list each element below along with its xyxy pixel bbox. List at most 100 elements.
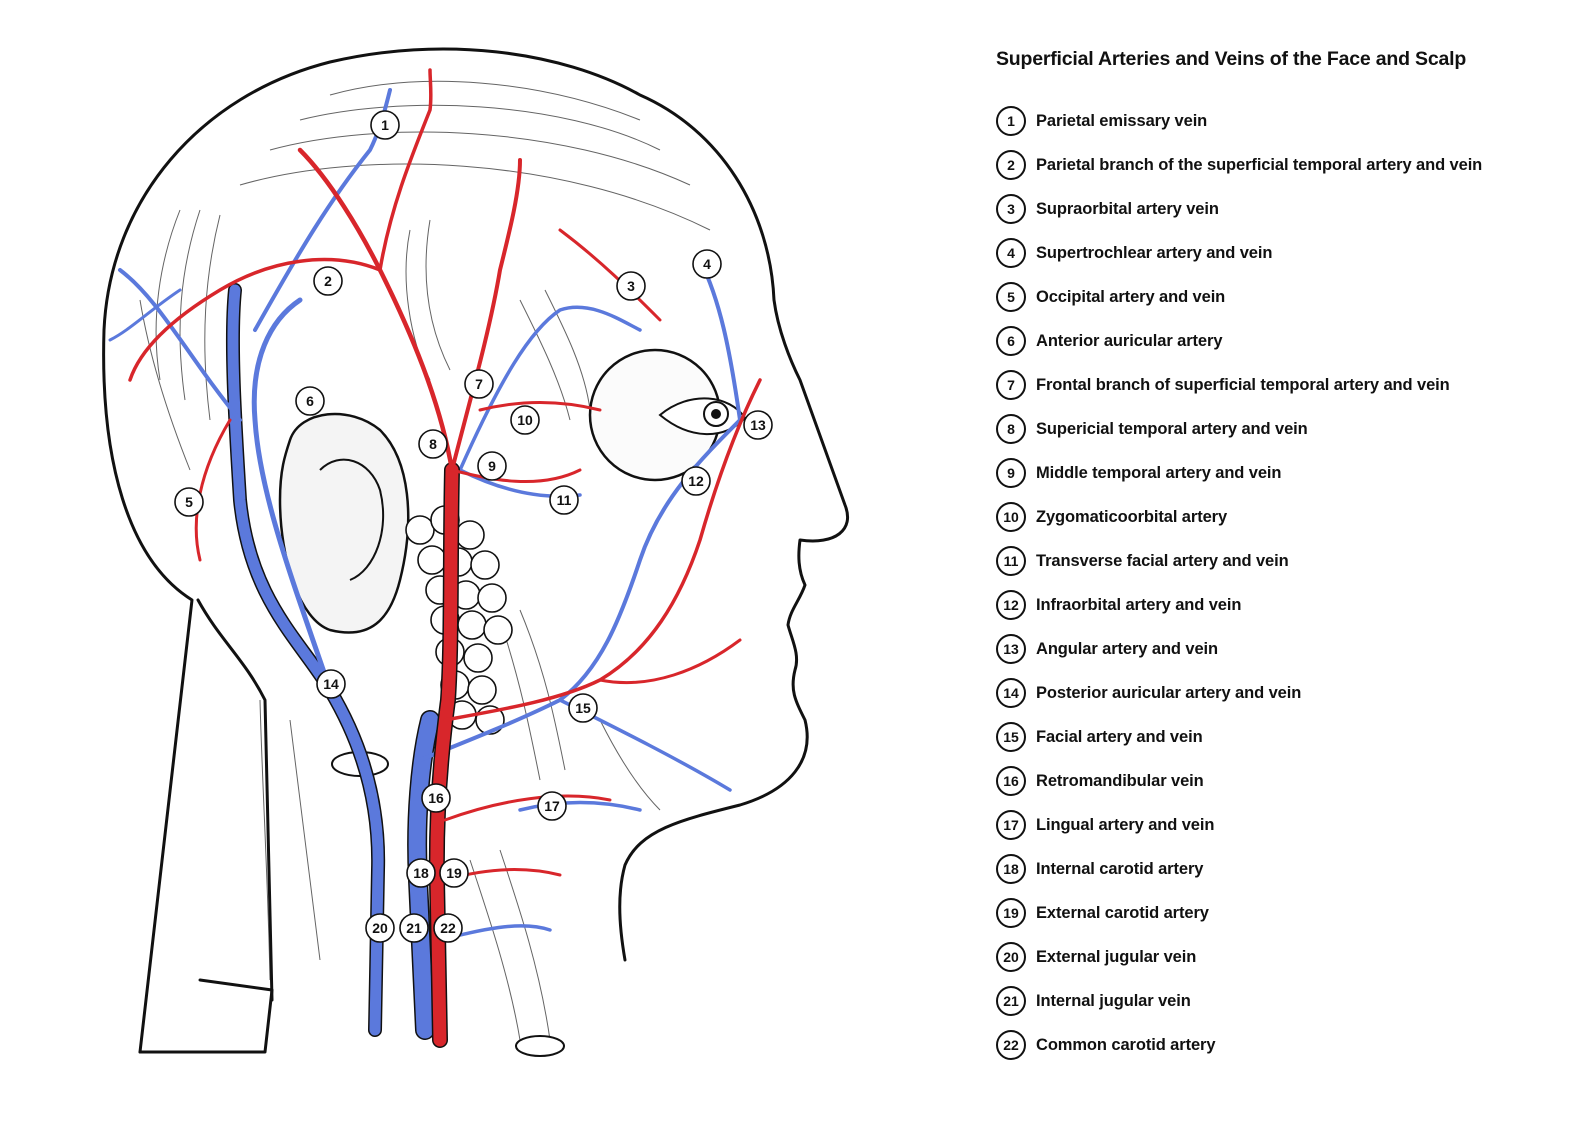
svg-text:14: 14 xyxy=(323,676,339,692)
legend-item-6: 6 Anterior auricular artery xyxy=(996,319,1576,363)
svg-text:17: 17 xyxy=(544,798,560,814)
legend-number-badge: 20 xyxy=(996,942,1026,972)
marker-22: 22 xyxy=(433,913,463,943)
legend-label: Infraorbital artery and vein xyxy=(1036,595,1242,614)
marker-14: 14 xyxy=(316,669,346,699)
svg-text:11: 11 xyxy=(557,492,572,508)
svg-text:18: 18 xyxy=(413,865,429,881)
legend-item-10: 10 Zygomaticoorbital artery xyxy=(996,495,1576,539)
legend-number-badge: 22 xyxy=(996,1030,1026,1060)
svg-text:15: 15 xyxy=(575,700,591,716)
svg-text:22: 22 xyxy=(440,920,456,936)
legend-number-badge: 3 xyxy=(996,194,1026,224)
svg-text:13: 13 xyxy=(750,417,766,433)
page-title: Superficial Arteries and Veins of the Fa… xyxy=(996,48,1467,70)
ear xyxy=(278,412,410,634)
marker-4: 4 xyxy=(692,249,722,279)
svg-text:2: 2 xyxy=(324,273,332,289)
legend-number-badge: 19 xyxy=(996,898,1026,928)
svg-text:21: 21 xyxy=(406,920,422,936)
legend-item-20: 20 External jugular vein xyxy=(996,935,1576,979)
legend-number-badge: 7 xyxy=(996,370,1026,400)
legend-label: Common carotid artery xyxy=(1036,1035,1216,1054)
legend-label: Lingual artery and vein xyxy=(1036,815,1215,834)
svg-text:7: 7 xyxy=(475,376,483,392)
marker-13: 13 xyxy=(743,410,773,440)
legend-item-12: 12 Infraorbital artery and vein xyxy=(996,583,1576,627)
marker-9: 9 xyxy=(477,451,507,481)
legend-label: Anterior auricular artery xyxy=(1036,331,1223,350)
svg-text:3: 3 xyxy=(627,278,635,294)
svg-text:9: 9 xyxy=(488,458,496,474)
legend-label: Parietal emissary vein xyxy=(1036,111,1208,130)
svg-text:16: 16 xyxy=(428,790,444,806)
marker-20: 20 xyxy=(365,913,395,943)
marker-8: 8 xyxy=(418,429,448,459)
legend-item-22: 22 Common carotid artery xyxy=(996,1023,1576,1067)
marker-6: 6 xyxy=(295,386,325,416)
svg-text:10: 10 xyxy=(517,412,533,428)
marker-3: 3 xyxy=(616,271,646,301)
legend-label: Posterior auricular artery and vein xyxy=(1036,683,1302,702)
legend-item-13: 13 Angular artery and vein xyxy=(996,627,1576,671)
legend-number-badge: 8 xyxy=(996,414,1026,444)
marker-10: 10 xyxy=(510,405,540,435)
legend-item-21: 21 Internal jugular vein xyxy=(996,979,1576,1023)
legend-number-badge: 1 xyxy=(996,106,1026,136)
legend-label: Zygomaticoorbital artery xyxy=(1036,507,1228,526)
marker-15: 15 xyxy=(568,693,598,723)
legend-label: External carotid artery xyxy=(1036,903,1209,922)
legend-label: Internal carotid artery xyxy=(1036,859,1204,878)
eye xyxy=(588,348,747,482)
legend-item-3: 3 Supraorbital artery vein xyxy=(996,187,1576,231)
legend-item-19: 19 External carotid artery xyxy=(996,891,1576,935)
scalp-muscle-striations xyxy=(139,80,711,1041)
legend-label: Supertrochlear artery and vein xyxy=(1036,243,1273,262)
legend-number-badge: 21 xyxy=(996,986,1026,1016)
legend-number-badge: 11 xyxy=(996,546,1026,576)
legend-item-1: 1 Parietal emissary vein xyxy=(996,99,1576,143)
marker-17: 17 xyxy=(537,791,567,821)
legend-label: Facial artery and vein xyxy=(1036,727,1203,746)
svg-text:5: 5 xyxy=(185,494,193,510)
legend-item-15: 15 Facial artery and vein xyxy=(996,715,1576,759)
marker-16: 16 xyxy=(421,783,451,813)
legend-label: Middle temporal artery and vein xyxy=(1036,463,1282,482)
legend-label: Occipital artery and vein xyxy=(1036,287,1226,306)
svg-text:6: 6 xyxy=(306,393,314,409)
diagram-markers: 1 2 3 4 5 6 7 8 9 10 11 12 13 14 15 16 1… xyxy=(174,110,773,943)
legend-number-badge: 10 xyxy=(996,502,1026,532)
marker-12: 12 xyxy=(681,466,711,496)
legend-label: Internal jugular vein xyxy=(1036,991,1191,1010)
legend-number-badge: 2 xyxy=(996,150,1026,180)
legend-number-badge: 13 xyxy=(996,634,1026,664)
legend: Superficial Arteries and Veins of the Fa… xyxy=(996,48,1576,1067)
legend-number-badge: 12 xyxy=(996,590,1026,620)
head-anatomy-illustration: 1 2 3 4 5 6 7 8 9 10 11 12 13 14 15 16 1… xyxy=(102,47,850,1057)
marker-18: 18 xyxy=(406,858,436,888)
legend-number-badge: 14 xyxy=(996,678,1026,708)
marker-7: 7 xyxy=(464,369,494,399)
marker-19: 19 xyxy=(439,858,469,888)
legend-label: Angular artery and vein xyxy=(1036,639,1219,658)
svg-text:12: 12 xyxy=(688,473,704,489)
legend-label: Retromandibular vein xyxy=(1036,771,1204,790)
legend-number-badge: 15 xyxy=(996,722,1026,752)
legend-item-14: 14 Posterior auricular artery and vein xyxy=(996,671,1576,715)
legend-label: External jugular vein xyxy=(1036,947,1197,966)
legend-item-9: 9 Middle temporal artery and vein xyxy=(996,451,1576,495)
svg-text:20: 20 xyxy=(372,920,388,936)
marker-1: 1 xyxy=(370,110,400,140)
legend-label: Supraorbital artery vein xyxy=(1036,199,1219,218)
svg-text:8: 8 xyxy=(429,436,437,452)
legend-number-badge: 6 xyxy=(996,326,1026,356)
legend-number-badge: 9 xyxy=(996,458,1026,488)
